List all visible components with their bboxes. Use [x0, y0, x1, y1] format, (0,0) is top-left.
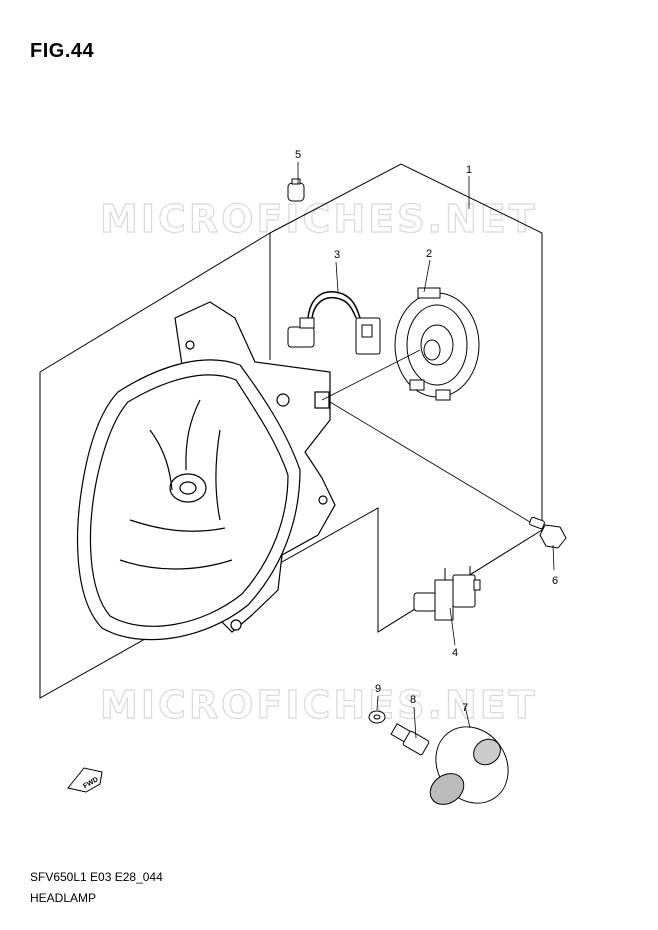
position-bulb — [287, 178, 305, 202]
callout-5: 5 — [295, 149, 301, 161]
leader-lines — [297, 162, 555, 739]
callout-9: 9 — [375, 683, 381, 695]
diagram-code: SFV650L1 E03 E28_044 — [30, 870, 163, 884]
screw — [529, 516, 567, 549]
headlamp-socket-cover — [394, 287, 480, 401]
bulb-socket-with-wiring — [287, 291, 381, 355]
assembly-frame — [39, 163, 543, 699]
diagram-caption: HEADLAMP — [30, 891, 97, 905]
headlamp-bulb — [413, 566, 481, 621]
callout-4: 4 — [452, 647, 458, 659]
callout-1: 1 — [466, 164, 472, 176]
watermark-top: MICROFICHES.NET — [100, 197, 538, 241]
washer — [368, 710, 386, 724]
callout-3: 3 — [334, 249, 340, 261]
spacer — [390, 723, 430, 756]
callout-2: 2 — [426, 248, 432, 260]
watermark-bottom: MICROFICHES.NET — [100, 683, 538, 727]
reflector — [429, 726, 509, 805]
callout-6: 6 — [552, 575, 558, 587]
callout-8: 8 — [410, 694, 416, 706]
headlamp-housing — [76, 301, 336, 641]
fwd-arrow-icon: FWD — [67, 767, 103, 793]
callout-7: 7 — [462, 702, 468, 714]
figure-title: FIG.44 — [30, 40, 95, 62]
